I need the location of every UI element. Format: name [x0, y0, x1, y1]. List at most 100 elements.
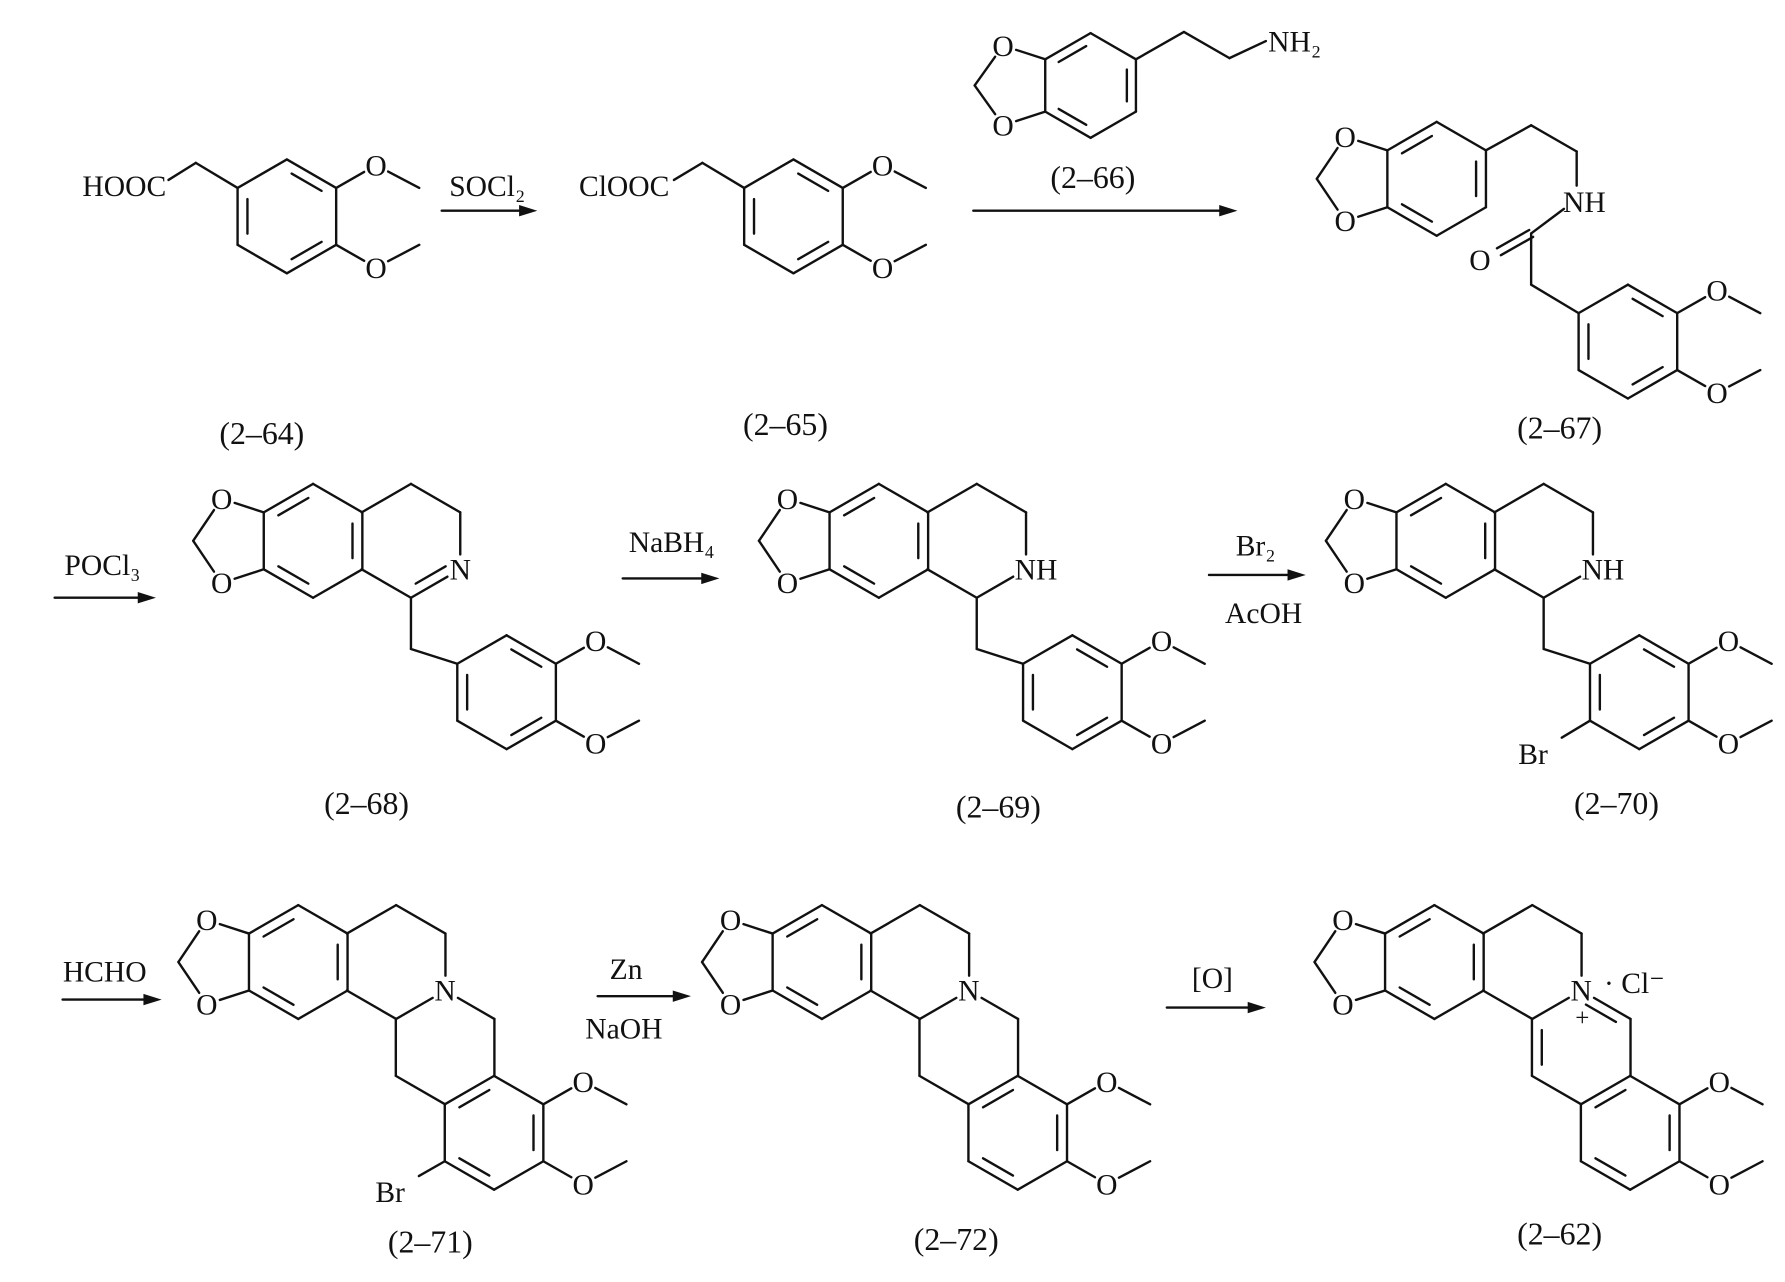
bond: [1071, 634, 1123, 665]
oxygen-atom-label: O: [365, 150, 386, 182]
bond: [262, 482, 315, 514]
bond: [191, 508, 216, 543]
bond: [1739, 719, 1773, 739]
bond: [1315, 177, 1339, 211]
bond: [757, 508, 781, 543]
bond: [1730, 1160, 1764, 1179]
bond: [828, 482, 881, 514]
bond: [967, 1160, 1019, 1191]
oxygen-atom-label: O: [573, 1067, 594, 1099]
bond: [1386, 120, 1438, 152]
bond: [700, 960, 725, 995]
aromatic-inner-bond: [1594, 1157, 1627, 1177]
aromatic-inner-bond: [1075, 716, 1109, 737]
reagent-label: SOCl₂: [449, 171, 525, 203]
bond: [1592, 996, 1632, 1021]
bond: [1628, 1074, 1681, 1106]
aromatic-inner-bond: [1409, 565, 1443, 585]
oxygen-atom-label: O: [1344, 484, 1365, 516]
bond: [1542, 482, 1595, 514]
bond: [311, 482, 364, 514]
bond: [1687, 646, 1718, 665]
bond: [828, 568, 881, 599]
arrow-head: [1287, 569, 1306, 581]
aromatic-inner-bond: [1075, 648, 1109, 668]
amine-group-label: NH₂: [1268, 26, 1321, 58]
bond: [1228, 39, 1268, 60]
bond: [1383, 989, 1436, 1021]
bond: [606, 646, 641, 665]
compound-number-label: (2–64): [219, 416, 304, 451]
bond: [1044, 31, 1092, 61]
compound-number-label: (2–67): [1517, 410, 1602, 445]
bond: [1626, 283, 1679, 315]
bond: [841, 243, 872, 263]
bond: [1530, 1074, 1583, 1106]
reagent-label: [O]: [1192, 963, 1233, 995]
reagent-label: POCl₃: [64, 550, 140, 582]
aromatic-inner-bond: [1057, 44, 1088, 64]
bond: [1366, 501, 1398, 514]
bond: [1120, 646, 1151, 665]
bond: [194, 161, 239, 190]
bond: [1366, 568, 1398, 580]
aromatic-inner-bond: [290, 240, 323, 261]
bond: [1313, 960, 1337, 995]
bond: [409, 482, 462, 514]
compound-number-label: (2–68): [324, 786, 409, 821]
oxygen-atom-label: O: [720, 989, 741, 1021]
oxygen-atom-label: O: [1335, 206, 1356, 238]
bond: [1324, 539, 1348, 573]
oxygen-atom-label: O: [196, 905, 217, 937]
aromatic-inner-bond: [1057, 107, 1088, 127]
bond: [799, 568, 831, 580]
bond: [1626, 368, 1679, 400]
aromatic-inner-bond: [1642, 716, 1676, 737]
bond: [345, 989, 398, 1021]
bond: [1357, 206, 1389, 218]
bond: [360, 482, 413, 514]
compound-number-label: (2–71): [388, 1224, 473, 1259]
bond: [1531, 996, 1570, 1021]
arrow-head: [137, 592, 156, 604]
bond: [1065, 1087, 1097, 1106]
bond: [1529, 207, 1566, 235]
oxygen-atom-label: O: [196, 989, 217, 1021]
bond: [820, 903, 873, 935]
bromine-atom-label: Br: [1518, 739, 1548, 771]
bond: [1172, 719, 1206, 739]
aromatic-inner-bond: [981, 1088, 1015, 1109]
bond: [334, 170, 366, 190]
bond: [1484, 124, 1533, 152]
bond: [1021, 634, 1074, 665]
bond: [443, 1074, 496, 1106]
bond: [1016, 1160, 1069, 1191]
bond: [417, 1160, 446, 1178]
bond: [1481, 903, 1534, 935]
chloride-counterion-label: · Cl⁻: [1604, 968, 1665, 1000]
oxygen-atom-label: O: [1469, 245, 1490, 277]
aromatic-inner-bond: [262, 918, 295, 938]
bond: [360, 568, 413, 599]
bond: [285, 158, 338, 190]
amine-nh-label: NH: [1015, 555, 1058, 587]
bond: [1313, 930, 1337, 964]
bond: [918, 996, 958, 1021]
oxygen-atom-label: O: [992, 31, 1013, 63]
oxygen-atom-label: O: [872, 150, 893, 182]
reagent-label: NaOH: [585, 1013, 662, 1045]
oxygen-atom-label: O: [1706, 276, 1727, 308]
bond: [1577, 283, 1630, 315]
bond: [1638, 719, 1690, 751]
oxygen-atom-label: O: [1335, 122, 1356, 154]
bond: [594, 1086, 628, 1106]
bond: [1588, 719, 1641, 751]
bond: [285, 243, 338, 275]
bond: [218, 922, 251, 935]
bond: [926, 568, 978, 599]
oxygen-atom-label: O: [1151, 729, 1172, 761]
bond: [701, 161, 746, 190]
bond: [1579, 1074, 1632, 1106]
aromatic-inner-bond: [277, 496, 310, 517]
oxygen-atom-label: O: [211, 484, 232, 516]
